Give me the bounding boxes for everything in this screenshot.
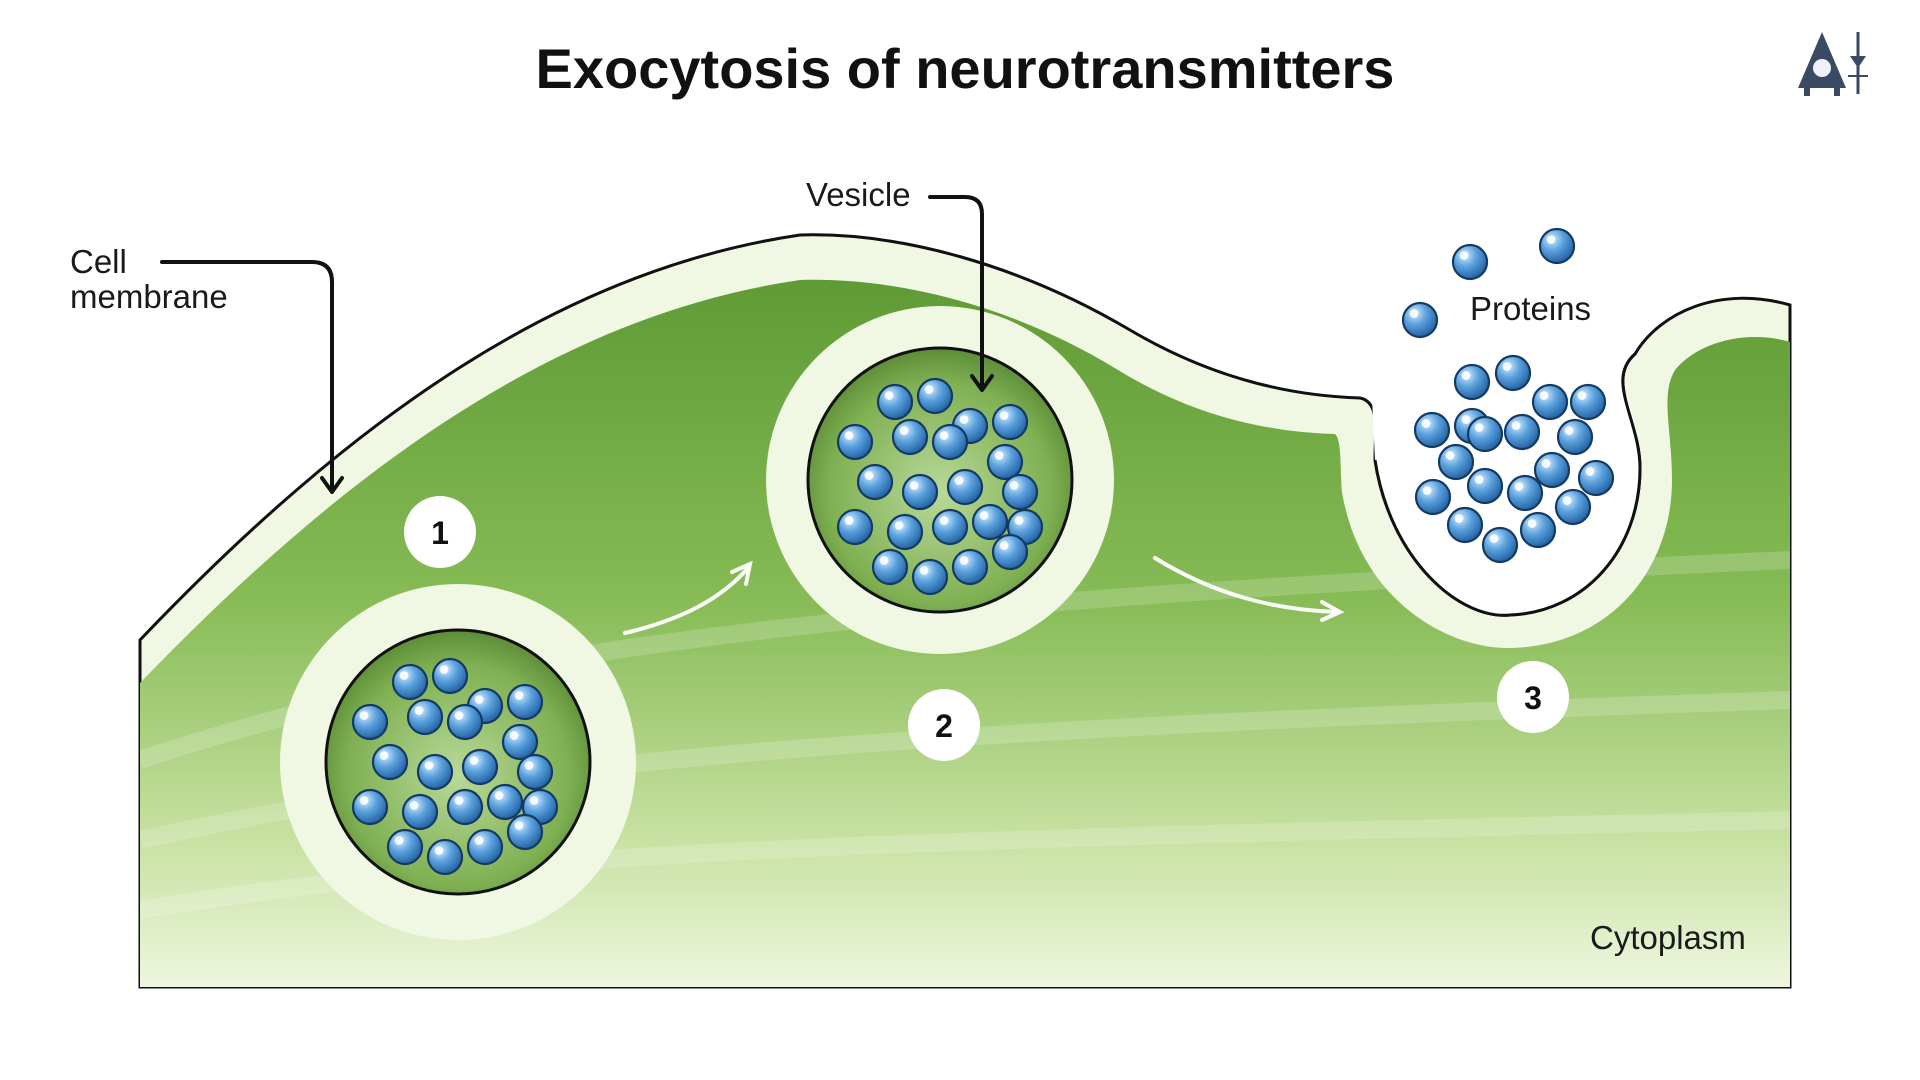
- protein: [1494, 354, 1532, 392]
- svg-text:3: 3: [1524, 680, 1542, 716]
- flow-arrow-2-to-3: [1153, 556, 1345, 622]
- protein: [1401, 301, 1439, 339]
- protein: [901, 473, 939, 511]
- protein: [446, 703, 484, 741]
- protein: [1466, 415, 1504, 453]
- released-proteins: [1413, 354, 1615, 564]
- protein: [426, 838, 464, 876]
- protein: [501, 723, 539, 761]
- protein: [1556, 418, 1594, 456]
- protein: [1451, 243, 1489, 281]
- protein: [1414, 478, 1452, 516]
- protein: [391, 663, 429, 701]
- protein: [946, 468, 984, 506]
- svg-text:2: 2: [935, 708, 953, 744]
- cell-membrane-leader: [160, 260, 344, 494]
- vesicle-step-2: [766, 306, 1114, 654]
- protein: [876, 383, 914, 421]
- cell-membrane-label: Cell: [70, 243, 127, 280]
- protein: [1446, 506, 1484, 544]
- protein: [486, 783, 524, 821]
- protein: [401, 793, 439, 831]
- protein: [991, 403, 1029, 441]
- protein: [1577, 459, 1615, 497]
- protein: [931, 423, 969, 461]
- protein: [506, 813, 544, 851]
- step-badge-1: 1: [404, 496, 476, 568]
- protein: [951, 548, 989, 586]
- protein: [386, 828, 424, 866]
- protein: [871, 548, 909, 586]
- protein: [431, 657, 469, 695]
- protein: [931, 508, 969, 546]
- vesicle-label: Vesicle: [806, 176, 911, 213]
- protein: [891, 418, 929, 456]
- protein: [916, 377, 954, 415]
- protein: [1533, 451, 1571, 489]
- proteins-label: Proteins: [1470, 290, 1591, 327]
- cytoplasm-label: Cytoplasm: [1590, 919, 1746, 956]
- protein: [1001, 473, 1039, 511]
- step-badge-2: 2: [908, 689, 980, 761]
- protein: [1503, 413, 1541, 451]
- step-badge-3: 3: [1497, 661, 1569, 733]
- protein: [371, 743, 409, 781]
- protein: [416, 753, 454, 791]
- protein: [351, 788, 389, 826]
- page-title: Exocytosis of neurotransmitters: [536, 37, 1395, 100]
- free-proteins: [1401, 227, 1576, 339]
- protein: [1481, 526, 1519, 564]
- cell-membrane-label-2: membrane: [70, 278, 228, 315]
- protein: [986, 443, 1024, 481]
- protein: [506, 683, 544, 721]
- protein: [1519, 511, 1557, 549]
- protein: [1506, 474, 1544, 512]
- protein: [351, 703, 389, 741]
- protein: [856, 463, 894, 501]
- protein: [1413, 411, 1451, 449]
- protein: [886, 513, 924, 551]
- protein: [991, 533, 1029, 571]
- protein: [1466, 467, 1504, 505]
- protein: [446, 788, 484, 826]
- protein: [516, 753, 554, 791]
- protein: [1437, 443, 1475, 481]
- flow-arrow-1-to-2: [623, 560, 753, 635]
- protein: [1569, 383, 1607, 421]
- protein: [1531, 383, 1569, 421]
- protein: [836, 423, 874, 461]
- protein: [466, 828, 504, 866]
- bell-flask-logo-icon: [1798, 32, 1868, 96]
- svg-text:1: 1: [431, 515, 449, 551]
- protein: [971, 503, 1009, 541]
- protein: [836, 508, 874, 546]
- protein: [461, 748, 499, 786]
- protein: [1554, 488, 1592, 526]
- vesicle-step-1: [280, 584, 636, 940]
- protein: [406, 698, 444, 736]
- protein: [1538, 227, 1576, 265]
- vesicle-leader: [928, 195, 994, 392]
- protein: [1453, 363, 1491, 401]
- protein: [911, 558, 949, 596]
